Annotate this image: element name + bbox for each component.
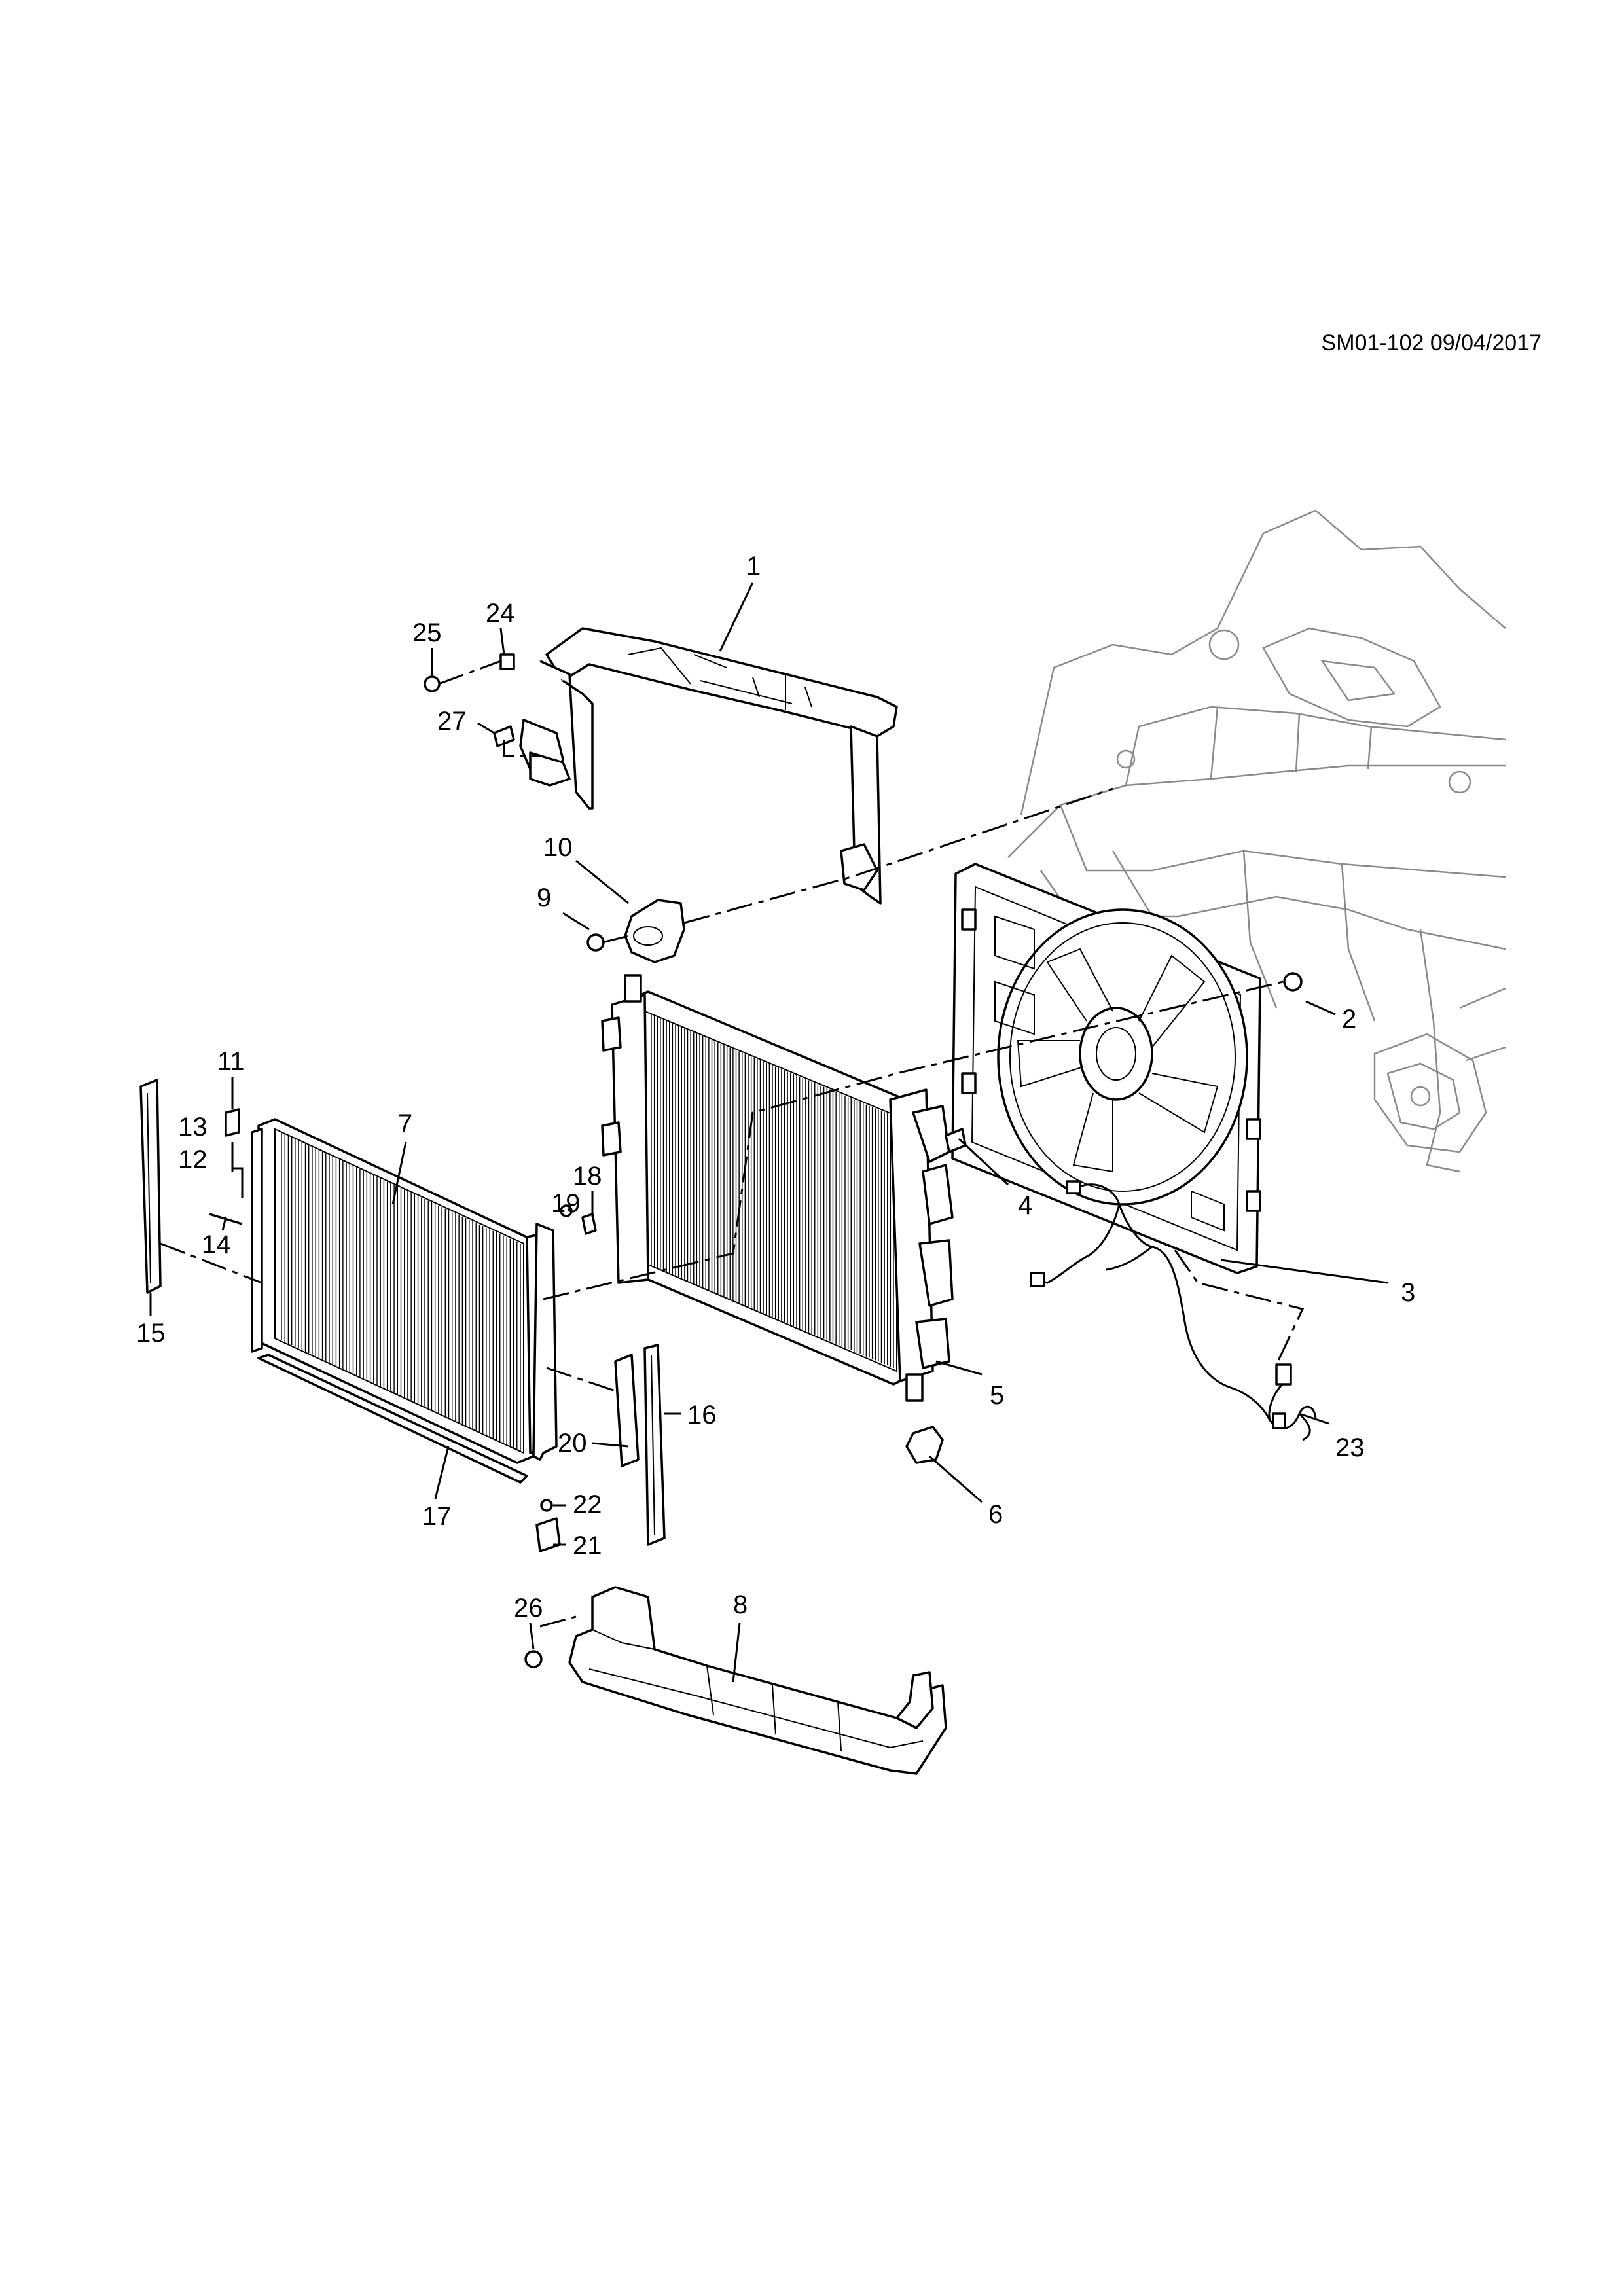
callout-labels: 1 2 3 4 5 6 7 8 9 10 11 12 13 14 15 16 1… [136,552,1415,1623]
part-side-seals-16-20 [614,1344,666,1546]
callout-21: 21 [573,1532,602,1560]
callout-1: 1 [746,552,761,581]
callout-15: 15 [136,1319,166,1348]
callout-9: 9 [537,884,551,912]
callout-10: 10 [543,833,573,862]
callout-12: 12 [178,1145,208,1174]
callout-4: 4 [1018,1191,1032,1220]
assembly-lines [160,660,1305,1628]
part-side-seal-15 [139,1079,162,1294]
callout-17: 17 [422,1502,452,1531]
callout-6: 6 [988,1500,1003,1529]
callout-19: 19 [551,1189,581,1218]
callout-14: 14 [202,1230,231,1259]
part-condenser [251,1118,558,1464]
callout-2: 2 [1342,1005,1356,1033]
callout-26: 26 [514,1594,543,1623]
callout-20: 20 [558,1429,587,1458]
vehicle-body-structure [1007,509,1506,1173]
callout-7: 7 [398,1109,412,1138]
callout-3: 3 [1401,1278,1415,1307]
callout-13: 13 [178,1113,208,1141]
callout-16: 16 [687,1401,717,1429]
callout-24: 24 [486,599,515,628]
part-fan-shroud [951,863,1261,1274]
part-bracket-10 [624,899,685,963]
fasteners [209,653,1303,1668]
callout-5: 5 [990,1381,1004,1410]
callout-27: 27 [437,707,467,736]
diagram-reference-code: SM01-102 09/04/2017 [1321,331,1542,355]
callout-23: 23 [1335,1433,1365,1462]
callout-25: 25 [412,619,442,647]
part-seal-17 [257,1354,528,1484]
leader-lines [149,582,1388,1683]
callout-22: 22 [573,1490,602,1519]
callout-18: 18 [573,1162,602,1191]
part-upper-baffle [519,627,898,905]
callout-11: 11 [217,1047,245,1076]
part-wiring-harness [1030,1180,1317,1441]
part-radiator [601,974,954,1402]
part-lower-deflector [568,1586,947,1775]
callout-8: 8 [733,1590,748,1619]
